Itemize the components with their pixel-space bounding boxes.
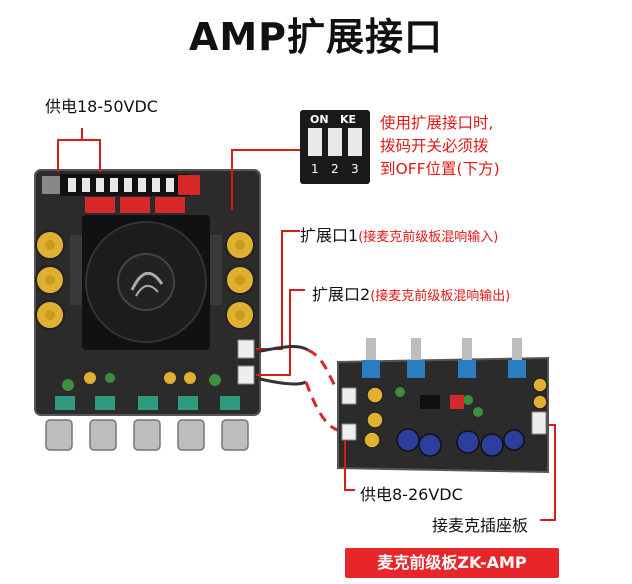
port1-callout: 扩展口1(接麦克前级板混响输入) [300, 222, 498, 246]
dip-switch-1 [308, 128, 322, 156]
mic-socket-label: 接麦克插座板 [432, 516, 529, 535]
dip-number-2: 2 [331, 162, 339, 176]
dip-number-1: 1 [311, 162, 319, 176]
port2-label: 扩展口2 [312, 285, 371, 304]
dip-number-3: 3 [351, 162, 359, 176]
port1-label: 扩展口1 [300, 226, 359, 245]
port2-callout: 扩展口2(接麦克前级板混响输出) [312, 281, 510, 305]
mic-preamp-board [337, 338, 549, 474]
dip-note-line: 拨码开关必须拨 [380, 137, 489, 155]
footer-banner: 麦克前级板ZK-AMP [345, 548, 559, 578]
dip-switch-3 [348, 128, 362, 156]
dip-note: 使用扩展接口时, 拨码开关必须拨 到OFF位置(下方) [380, 112, 610, 181]
dip-switch: ON KE 1 2 3 [300, 110, 370, 184]
port2-desc: (接麦克前级板混响输出) [370, 289, 511, 304]
amp-power-label: 供电18-50VDC [45, 97, 158, 116]
dip-on-label: ON [310, 113, 329, 126]
dip-switch-2 [328, 128, 342, 156]
page-title: AMP扩展接口 [188, 15, 444, 59]
dip-ke-label: KE [340, 113, 357, 126]
dip-note-line: 使用扩展接口时, [380, 114, 494, 132]
amp-board [34, 169, 261, 451]
port1-desc: (接麦克前级板混响输入) [358, 230, 499, 245]
mic-power-label: 供电8-26VDC [360, 485, 463, 504]
dip-note-line: 到OFF位置(下方) [380, 160, 500, 178]
